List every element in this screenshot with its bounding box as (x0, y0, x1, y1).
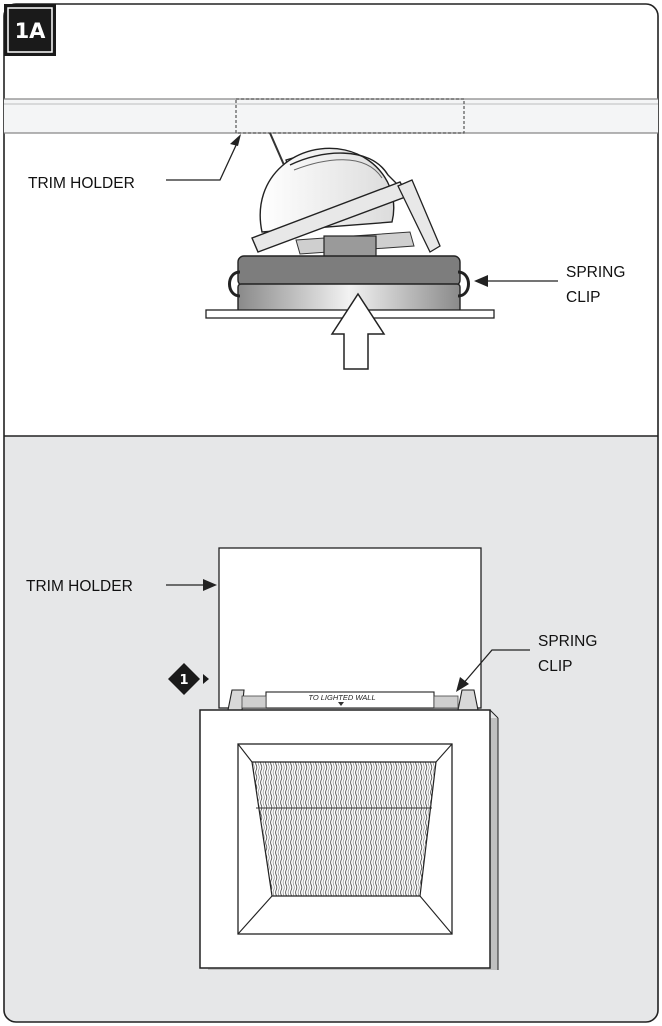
figure-badge: 1A (4, 4, 56, 56)
step-number: 1 (179, 673, 188, 688)
bottom-spring-clip-label-line1: SPRING (538, 633, 597, 650)
trim-orientation-text: TO LIGHTED WALL (308, 693, 375, 702)
step-marker: 1 (168, 663, 209, 695)
trim-holder-plate (218, 547, 482, 709)
push-up-arrow (330, 292, 386, 370)
top-spring-clip-leader (474, 275, 558, 287)
square-trim (199, 709, 499, 970)
top-trim-holder-label: TRIM HOLDER (28, 175, 135, 192)
lamp-assembly (251, 132, 441, 255)
louver-baffle (251, 761, 437, 897)
top-spring-clip-label-line1: SPRING (566, 264, 625, 281)
bottom-trim-holder-label: TRIM HOLDER (26, 578, 133, 595)
top-spring-clip-label-line2: CLIP (566, 289, 600, 306)
ceiling-band (4, 98, 658, 134)
bottom-spring-clip-label-line2: CLIP (538, 658, 572, 675)
trim-top-bar: TO LIGHTED WALL (227, 689, 479, 711)
figure-badge-label: 1A (15, 19, 47, 43)
bottom-spring-clip-leader (456, 649, 530, 692)
trim-holder-outline (235, 98, 465, 134)
top-trim-holder-leader (166, 134, 241, 181)
bottom-trim-holder-leader (166, 579, 217, 591)
figure-frame (3, 3, 659, 1023)
